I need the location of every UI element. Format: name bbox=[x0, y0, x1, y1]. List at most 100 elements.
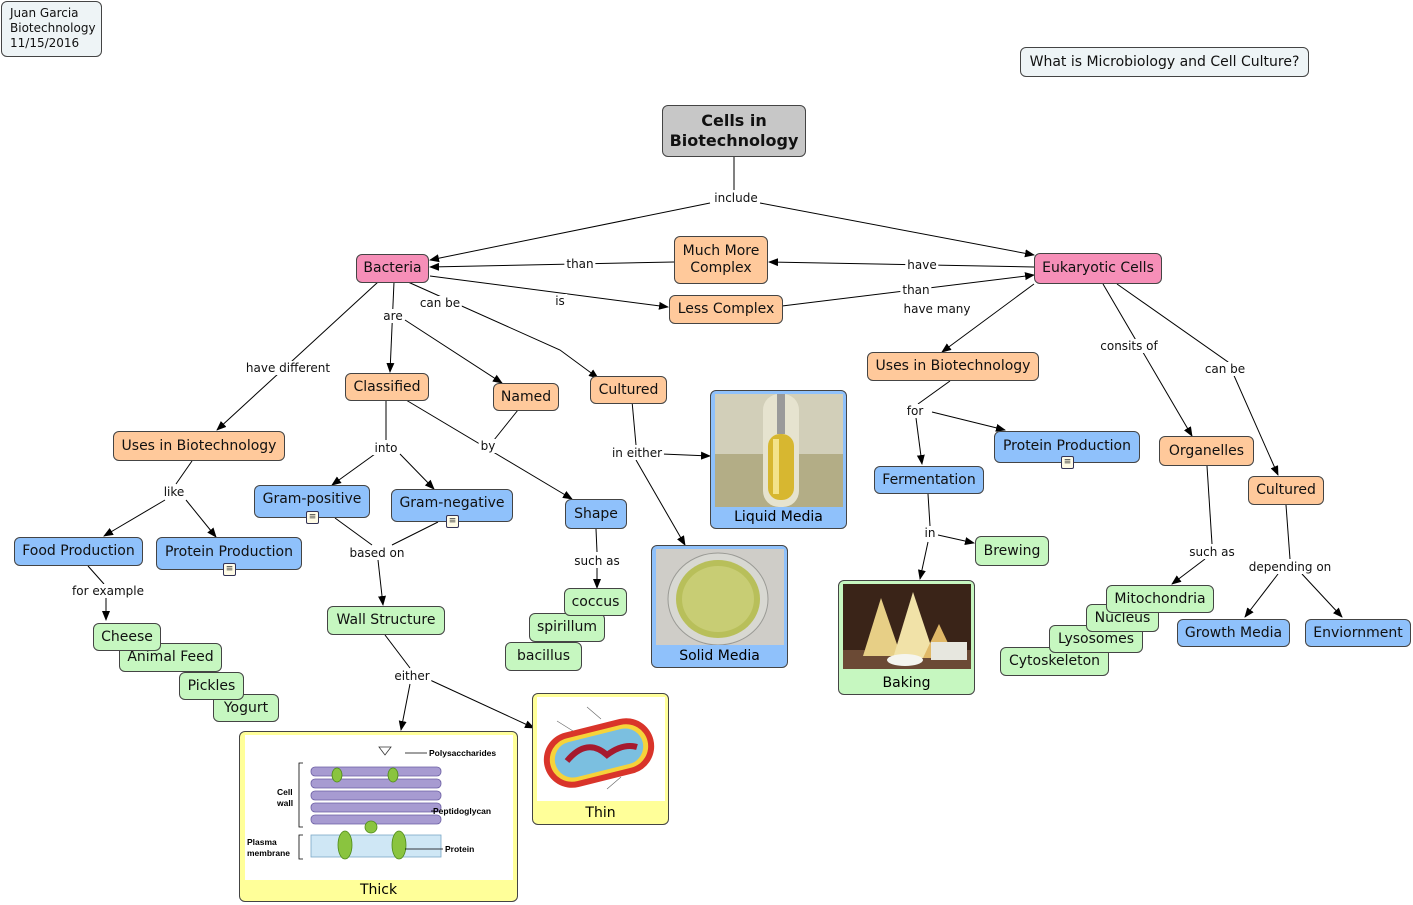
link-label: consits of bbox=[1098, 339, 1160, 353]
thin-image-node[interactable]: Thin bbox=[532, 693, 669, 825]
link-label: into bbox=[372, 441, 400, 455]
thick-image-node[interactable]: Polysaccharides Peptidoglycan Protein Ce… bbox=[239, 731, 518, 902]
link-label: have many bbox=[901, 302, 973, 316]
link-label: are bbox=[381, 309, 405, 323]
edge bbox=[931, 411, 1006, 432]
enviornment-node[interactable]: Enviornment bbox=[1305, 619, 1411, 647]
prokaryotic-cell-diagram bbox=[537, 697, 665, 801]
link-label: like bbox=[161, 485, 187, 499]
link-label: can be bbox=[417, 296, 463, 310]
bacillus-node[interactable]: bacillus bbox=[505, 642, 582, 671]
link-label: by bbox=[478, 439, 498, 453]
spirillum-node[interactable]: spirillum bbox=[529, 613, 605, 642]
protein-production-eukaryotic-node[interactable]: Protein Production ≡ bbox=[994, 431, 1140, 469]
brewing-node[interactable]: Brewing bbox=[975, 536, 1049, 566]
document-icon[interactable]: ≡ bbox=[306, 511, 319, 524]
cell-label: Cell bbox=[277, 787, 293, 797]
edge bbox=[635, 459, 686, 546]
link-label: for example bbox=[70, 584, 146, 598]
coccus-node[interactable]: coccus bbox=[564, 588, 627, 616]
edge bbox=[334, 517, 373, 546]
solid-media-caption: Solid Media bbox=[679, 648, 760, 664]
liquid-media-caption: Liquid Media bbox=[734, 509, 823, 525]
gram-positive-label: Gram-positive bbox=[262, 491, 362, 507]
link-label: for bbox=[904, 404, 926, 418]
link-label: in either bbox=[609, 446, 665, 460]
link-label: have bbox=[905, 258, 939, 272]
author-note: Juan Garcia Biotechnology 11/15/2016 bbox=[1, 1, 102, 57]
edge bbox=[429, 202, 711, 263]
growth-media-node[interactable]: Growth Media bbox=[1177, 619, 1290, 647]
pickles-node[interactable]: Pickles bbox=[179, 672, 244, 700]
edge bbox=[661, 451, 711, 460]
edge bbox=[759, 202, 1035, 258]
gram-negative-label: Gram-negative bbox=[399, 495, 505, 511]
edge bbox=[915, 417, 925, 465]
mitochondria-node[interactable]: Mitochondria bbox=[1106, 585, 1214, 613]
solid-media-image-node[interactable]: Solid Media bbox=[651, 545, 788, 668]
gram-positive-node[interactable]: Gram-positive ≡ bbox=[254, 485, 370, 524]
edge bbox=[87, 565, 105, 585]
root-node[interactable]: Cells in Biotechnology bbox=[662, 105, 806, 157]
link-label: based on bbox=[347, 546, 407, 560]
gram-negative-node[interactable]: Gram-negative ≡ bbox=[391, 489, 513, 528]
petri-dish-photo bbox=[656, 549, 784, 645]
edge bbox=[941, 283, 1035, 353]
membrane-label: membrane bbox=[247, 848, 290, 858]
protein-production-label: Protein Production bbox=[164, 544, 293, 560]
wall-structure-node[interactable]: Wall Structure bbox=[327, 606, 445, 635]
note-date: 11/15/2016 bbox=[10, 36, 80, 50]
document-icon[interactable]: ≡ bbox=[223, 563, 236, 576]
edge bbox=[399, 453, 435, 490]
edge bbox=[1171, 558, 1206, 585]
link-label: can be bbox=[1202, 362, 1248, 376]
less-complex-node[interactable]: Less Complex bbox=[669, 295, 783, 324]
link-label: than bbox=[564, 257, 596, 271]
edge bbox=[391, 521, 439, 546]
uses-in-biotechnology-eukaryotic-node[interactable]: Uses in Biotechnology bbox=[867, 352, 1039, 381]
edge bbox=[937, 534, 975, 545]
edge bbox=[216, 281, 379, 431]
edge bbox=[1102, 283, 1193, 437]
food-production-node[interactable]: Food Production bbox=[14, 537, 143, 566]
edge bbox=[386, 281, 395, 373]
link-label: such as bbox=[572, 554, 622, 568]
cheese-node[interactable]: Cheese bbox=[93, 623, 161, 651]
cultured-bacteria-node[interactable]: Cultured bbox=[590, 376, 667, 404]
edge bbox=[429, 275, 669, 310]
much-more-complex-node[interactable]: Much More Complex bbox=[674, 236, 768, 284]
uses-in-biotechnology-bacteria-node[interactable]: Uses in Biotechnology bbox=[113, 431, 285, 461]
fermentation-node[interactable]: Fermentation bbox=[874, 466, 984, 494]
polysaccharides-label: Polysaccharides bbox=[429, 748, 496, 758]
cultured-eukaryotic-node[interactable]: Cultured bbox=[1248, 476, 1324, 505]
edge bbox=[429, 679, 535, 729]
bacteria-node[interactable]: Bacteria bbox=[356, 254, 429, 283]
thick-caption: Thick bbox=[359, 882, 398, 898]
course-name: Biotechnology bbox=[10, 21, 96, 35]
edge bbox=[631, 400, 637, 446]
named-node[interactable]: Named bbox=[493, 383, 559, 411]
question-note: What is Microbiology and Cell Culture? bbox=[1020, 47, 1309, 77]
eukaryotic-cells-node[interactable]: Eukaryotic Cells bbox=[1034, 253, 1162, 284]
shape-node[interactable]: Shape bbox=[565, 499, 627, 529]
edge bbox=[103, 499, 166, 537]
peptidoglycan-label: Peptidoglycan bbox=[433, 806, 491, 816]
organelles-node[interactable]: Organelles bbox=[1159, 436, 1254, 466]
liquid-media-image-node[interactable]: Liquid Media bbox=[710, 390, 847, 529]
edge bbox=[595, 528, 598, 553]
document-icon[interactable]: ≡ bbox=[446, 515, 459, 528]
test-tube-photo bbox=[715, 394, 843, 507]
edge bbox=[1244, 573, 1279, 618]
baking-caption: Baking bbox=[882, 675, 931, 691]
edge bbox=[1301, 573, 1343, 618]
baking-image-node[interactable]: Baking bbox=[838, 580, 975, 695]
document-icon[interactable]: ≡ bbox=[1061, 456, 1074, 469]
edge bbox=[175, 460, 193, 485]
protein-production-bacteria-node[interactable]: Protein Production ≡ bbox=[156, 537, 302, 576]
classified-node[interactable]: Classified bbox=[345, 373, 429, 401]
thin-caption: Thin bbox=[585, 805, 616, 821]
edge bbox=[917, 541, 929, 580]
protein-label: Protein bbox=[445, 844, 474, 854]
link-label: than bbox=[900, 283, 932, 297]
wall-label: wall bbox=[276, 798, 293, 808]
